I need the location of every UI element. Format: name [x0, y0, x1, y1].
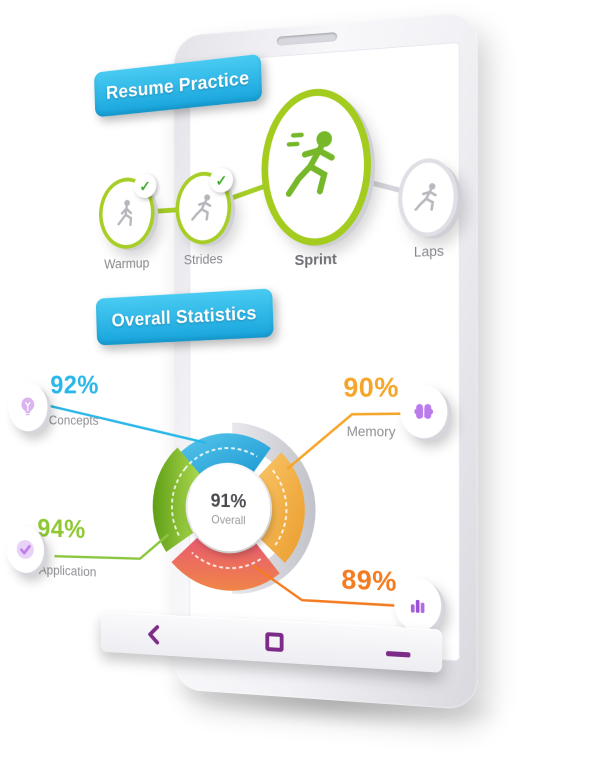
overall-statistics-label: Overall Statistics [111, 302, 257, 331]
application-percent: 94% [37, 513, 86, 544]
memory-percent: 90% [343, 372, 399, 403]
concepts-percent: 92% [50, 370, 99, 400]
brain-icon [414, 398, 434, 425]
memory-disc[interactable] [400, 384, 448, 439]
minimize-dash-icon [386, 650, 411, 658]
check-icon [16, 539, 34, 560]
stage-sprint-label: Sprint [294, 250, 337, 270]
phone-speaker [276, 32, 338, 46]
concepts-label: Concepts [48, 413, 99, 428]
stage-sprint[interactable] [261, 85, 371, 248]
back-chevron-icon [144, 621, 166, 647]
tilted-scene: Resume Practice ✓ Warmup ✓ Strides [6, 0, 600, 780]
running-person-icon [412, 182, 443, 214]
home-square-icon [264, 631, 284, 652]
lightbulb-icon [21, 397, 35, 416]
stage-warmup[interactable]: ✓ [99, 173, 157, 250]
bottom-metric-percent: 89% [341, 564, 397, 597]
warmup-complete-badge: ✓ [133, 173, 157, 199]
overall-statistics-donut-chart: 91% Overall [136, 409, 324, 611]
home-button[interactable] [255, 620, 293, 664]
warmup-person-icon [113, 199, 140, 229]
stage-strides[interactable]: ✓ [175, 167, 234, 246]
overall-statistics-banner[interactable]: Overall Statistics [95, 288, 274, 346]
check-icon: ✓ [215, 172, 228, 190]
back-button[interactable] [136, 613, 172, 656]
overall-caption: Overall [211, 514, 245, 527]
check-icon: ✓ [139, 177, 151, 195]
bar-chart-icon [410, 599, 425, 614]
running-person-icon [189, 194, 217, 224]
resume-practice-label: Resume Practice [105, 67, 250, 104]
stage-laps-label: Laps [413, 243, 444, 260]
application-disc[interactable] [6, 525, 45, 574]
memory-label: Memory [346, 423, 396, 440]
overall-percent: 91% [211, 490, 247, 512]
stage-warmup-label: Warmup [104, 255, 150, 272]
segment-memory[interactable] [258, 451, 305, 564]
concepts-disc[interactable] [8, 382, 48, 432]
stage-strides-label: Strides [183, 251, 223, 268]
sprinting-person-icon [286, 130, 348, 212]
application-label: Application [38, 562, 97, 580]
donut-center-disc [187, 464, 271, 553]
minimize-button[interactable] [378, 626, 419, 671]
